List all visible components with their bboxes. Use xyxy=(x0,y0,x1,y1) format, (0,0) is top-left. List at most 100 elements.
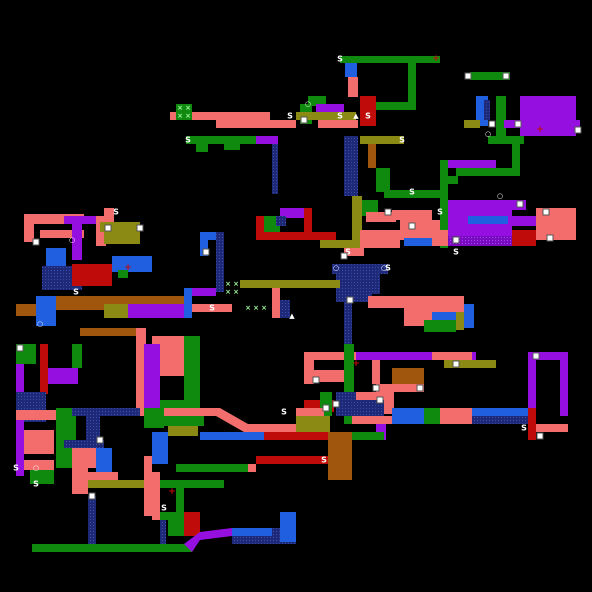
map-room xyxy=(96,448,112,472)
map-room xyxy=(332,264,388,274)
door-icon xyxy=(312,376,320,384)
item-orb-icon: ○ xyxy=(497,192,503,200)
map-room xyxy=(432,352,472,360)
map-room xyxy=(152,432,168,464)
door-icon xyxy=(300,116,308,124)
missile-pickup-icon: × xyxy=(177,104,183,112)
map-room xyxy=(308,96,326,106)
health-upgrade-icon: + xyxy=(124,263,132,273)
door-icon xyxy=(502,72,510,80)
map-room xyxy=(376,168,390,192)
map-room xyxy=(488,136,524,144)
map-room xyxy=(104,304,128,318)
map-room xyxy=(464,120,480,128)
map-room xyxy=(200,232,216,240)
map-room xyxy=(468,216,508,224)
map-room xyxy=(24,460,54,470)
map-room xyxy=(164,416,204,426)
map-room xyxy=(128,304,184,318)
door-icon xyxy=(16,344,24,352)
map-room xyxy=(432,312,456,320)
map-room xyxy=(192,288,216,296)
map-room xyxy=(536,424,568,432)
map-room xyxy=(168,426,198,436)
map-room xyxy=(496,96,506,144)
door-icon xyxy=(104,224,112,232)
door-icon xyxy=(536,432,544,440)
map-room xyxy=(348,77,358,97)
door-icon xyxy=(532,352,540,360)
map-room xyxy=(176,464,256,472)
map-room xyxy=(296,416,330,432)
map-room xyxy=(280,300,290,318)
map-room xyxy=(240,280,340,288)
save-point-icon: S xyxy=(113,208,119,217)
map-room xyxy=(100,222,140,232)
door-icon xyxy=(202,248,210,256)
map-room xyxy=(144,408,164,428)
map-room xyxy=(112,256,152,272)
map-room xyxy=(16,410,72,420)
map-room xyxy=(80,328,136,336)
map-room xyxy=(24,214,84,224)
door-icon xyxy=(574,126,582,134)
missile-pickup-icon: × xyxy=(177,112,183,120)
map-room xyxy=(336,294,372,302)
map-room xyxy=(248,464,256,472)
map-room xyxy=(184,288,192,318)
map-room xyxy=(356,352,476,360)
door-icon xyxy=(96,436,104,444)
map-room xyxy=(184,336,200,408)
map-room xyxy=(432,230,448,246)
map-room xyxy=(408,56,416,110)
map-room xyxy=(272,528,280,544)
map-room xyxy=(72,464,88,494)
map-room xyxy=(184,512,200,536)
health-upgrade-icon: + xyxy=(352,359,360,369)
map-room xyxy=(216,120,296,128)
map-room xyxy=(72,224,82,260)
map-room xyxy=(264,232,336,240)
boss-marker-icon: ▲ xyxy=(289,312,295,320)
map-room xyxy=(316,104,344,112)
map-room xyxy=(368,144,376,168)
map-room xyxy=(344,136,358,196)
missile-pickup-icon: × xyxy=(185,104,191,112)
save-point-icon: S xyxy=(337,55,343,64)
map-room xyxy=(472,416,528,424)
map-room xyxy=(384,190,440,198)
map-room xyxy=(456,168,512,176)
map-room xyxy=(200,432,264,440)
map-room xyxy=(36,296,56,326)
map-room xyxy=(432,296,464,312)
map-room xyxy=(424,320,456,332)
missile-pickup-icon: × xyxy=(245,304,251,312)
map-room xyxy=(392,210,432,220)
door-icon xyxy=(452,360,460,368)
map-room xyxy=(352,416,392,424)
map-room xyxy=(160,480,192,488)
map-room xyxy=(144,344,160,408)
map-room xyxy=(248,424,308,432)
map-room xyxy=(344,248,364,256)
door-icon xyxy=(88,492,96,500)
map-room xyxy=(360,230,400,248)
map-room xyxy=(272,144,278,194)
item-orb-icon: ○ xyxy=(69,236,75,244)
map-room xyxy=(384,384,394,414)
map-room xyxy=(456,312,464,330)
item-orb-icon: ○ xyxy=(305,100,311,108)
map-room xyxy=(104,296,184,304)
map-room xyxy=(528,360,536,416)
map-room xyxy=(504,120,580,128)
door-icon xyxy=(346,296,354,304)
map-room xyxy=(72,408,142,416)
map-room xyxy=(16,304,36,316)
map-room xyxy=(296,408,324,416)
map-room xyxy=(56,408,76,468)
map-room xyxy=(372,360,380,384)
map-room xyxy=(368,296,432,308)
save-point-icon: S xyxy=(33,480,39,489)
